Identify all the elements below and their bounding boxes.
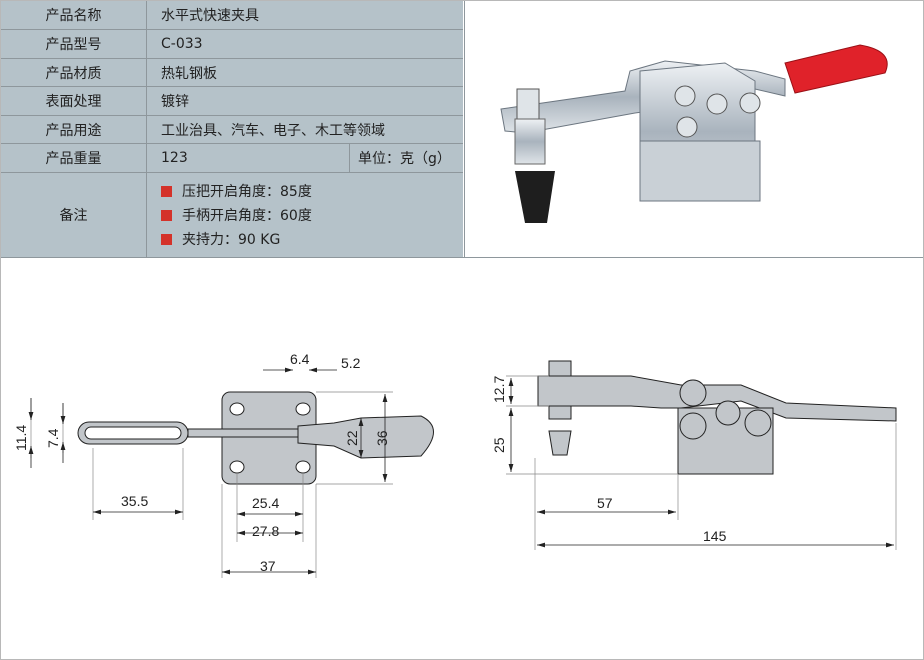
note-text: 夹持力：90 KG xyxy=(182,232,281,248)
product-photo xyxy=(464,1,923,257)
value: 123 xyxy=(161,150,188,166)
spec-table: 产品名称水平式快速夹具 产品型号 C-033 产品材质热轧钢板 表面处理镀锌 产品… xyxy=(1,1,463,257)
clamp-photo-illustration xyxy=(500,44,888,223)
value: 热轧钢板 xyxy=(161,65,217,82)
value: 水平式快速夹具 xyxy=(161,8,259,24)
dim-5-2: 5.2 xyxy=(341,355,361,371)
dim-35-5: 35.5 xyxy=(121,493,148,509)
label: 表面处理 xyxy=(1,87,147,115)
spec-row-material: 产品材质热轧钢板 xyxy=(1,59,463,87)
spec-row-model: 产品型号 C-033 xyxy=(1,30,463,59)
note-text: 压把开启角度：85度 xyxy=(182,184,312,200)
value: C-033 xyxy=(161,36,203,52)
spec-row-name: 产品名称水平式快速夹具 xyxy=(1,1,463,30)
label: 产品名称 xyxy=(1,1,147,29)
dim-145: 145 xyxy=(703,528,727,544)
bullet-icon xyxy=(161,185,172,197)
side-view-drawing xyxy=(506,360,897,550)
dim-36: 36 xyxy=(374,430,390,446)
top-view-drawing xyxy=(28,367,434,578)
value: 镀锌 xyxy=(161,94,189,110)
note-text: 手柄开启角度：60度 xyxy=(182,208,312,224)
dim-7-4: 7.4 xyxy=(45,428,61,448)
dim-22: 22 xyxy=(344,430,360,446)
spec-row-usage: 产品用途工业治具、汽车、电子、木工等领域 xyxy=(1,116,463,144)
spec-row-surface: 表面处理镀锌 xyxy=(1,87,463,116)
note-item: 夹持力：90 KG xyxy=(161,227,312,251)
note-item: 手柄开启角度：60度 xyxy=(161,203,312,227)
bullet-icon xyxy=(161,209,172,221)
label: 产品重量 xyxy=(1,144,147,172)
bullet-icon xyxy=(161,233,172,245)
divider xyxy=(1,257,923,258)
red-handle xyxy=(784,44,888,94)
unit: 单位：克（g） xyxy=(349,144,463,172)
dim-37: 37 xyxy=(260,558,276,574)
label: 产品材质 xyxy=(1,59,147,86)
spec-row-weight: 产品重量 123 单位：克（g） xyxy=(1,144,463,173)
technical-drawings: 6.4 5.2 11.4 7.4 22 36 35.5 25.4 27.8 37 xyxy=(13,351,897,578)
dim-11-4: 11.4 xyxy=(13,425,29,451)
spec-row-notes: 备注 压把开启角度：85度 手柄开启角度：60度 夹持力：90 KG xyxy=(1,173,463,257)
note-item: 压把开启角度：85度 xyxy=(161,179,312,203)
label: 产品用途 xyxy=(1,116,147,143)
dim-57: 57 xyxy=(597,495,613,511)
label: 备注 xyxy=(1,173,147,257)
dim-12-7: 12.7 xyxy=(491,376,507,403)
dim-25-4: 25.4 xyxy=(252,495,279,511)
label: 产品型号 xyxy=(1,30,147,58)
dim-27-8: 27.8 xyxy=(252,523,279,539)
dim-25: 25 xyxy=(491,437,507,453)
dim-6-4: 6.4 xyxy=(290,351,310,367)
value: 工业治具、汽车、电子、木工等领域 xyxy=(161,122,385,139)
